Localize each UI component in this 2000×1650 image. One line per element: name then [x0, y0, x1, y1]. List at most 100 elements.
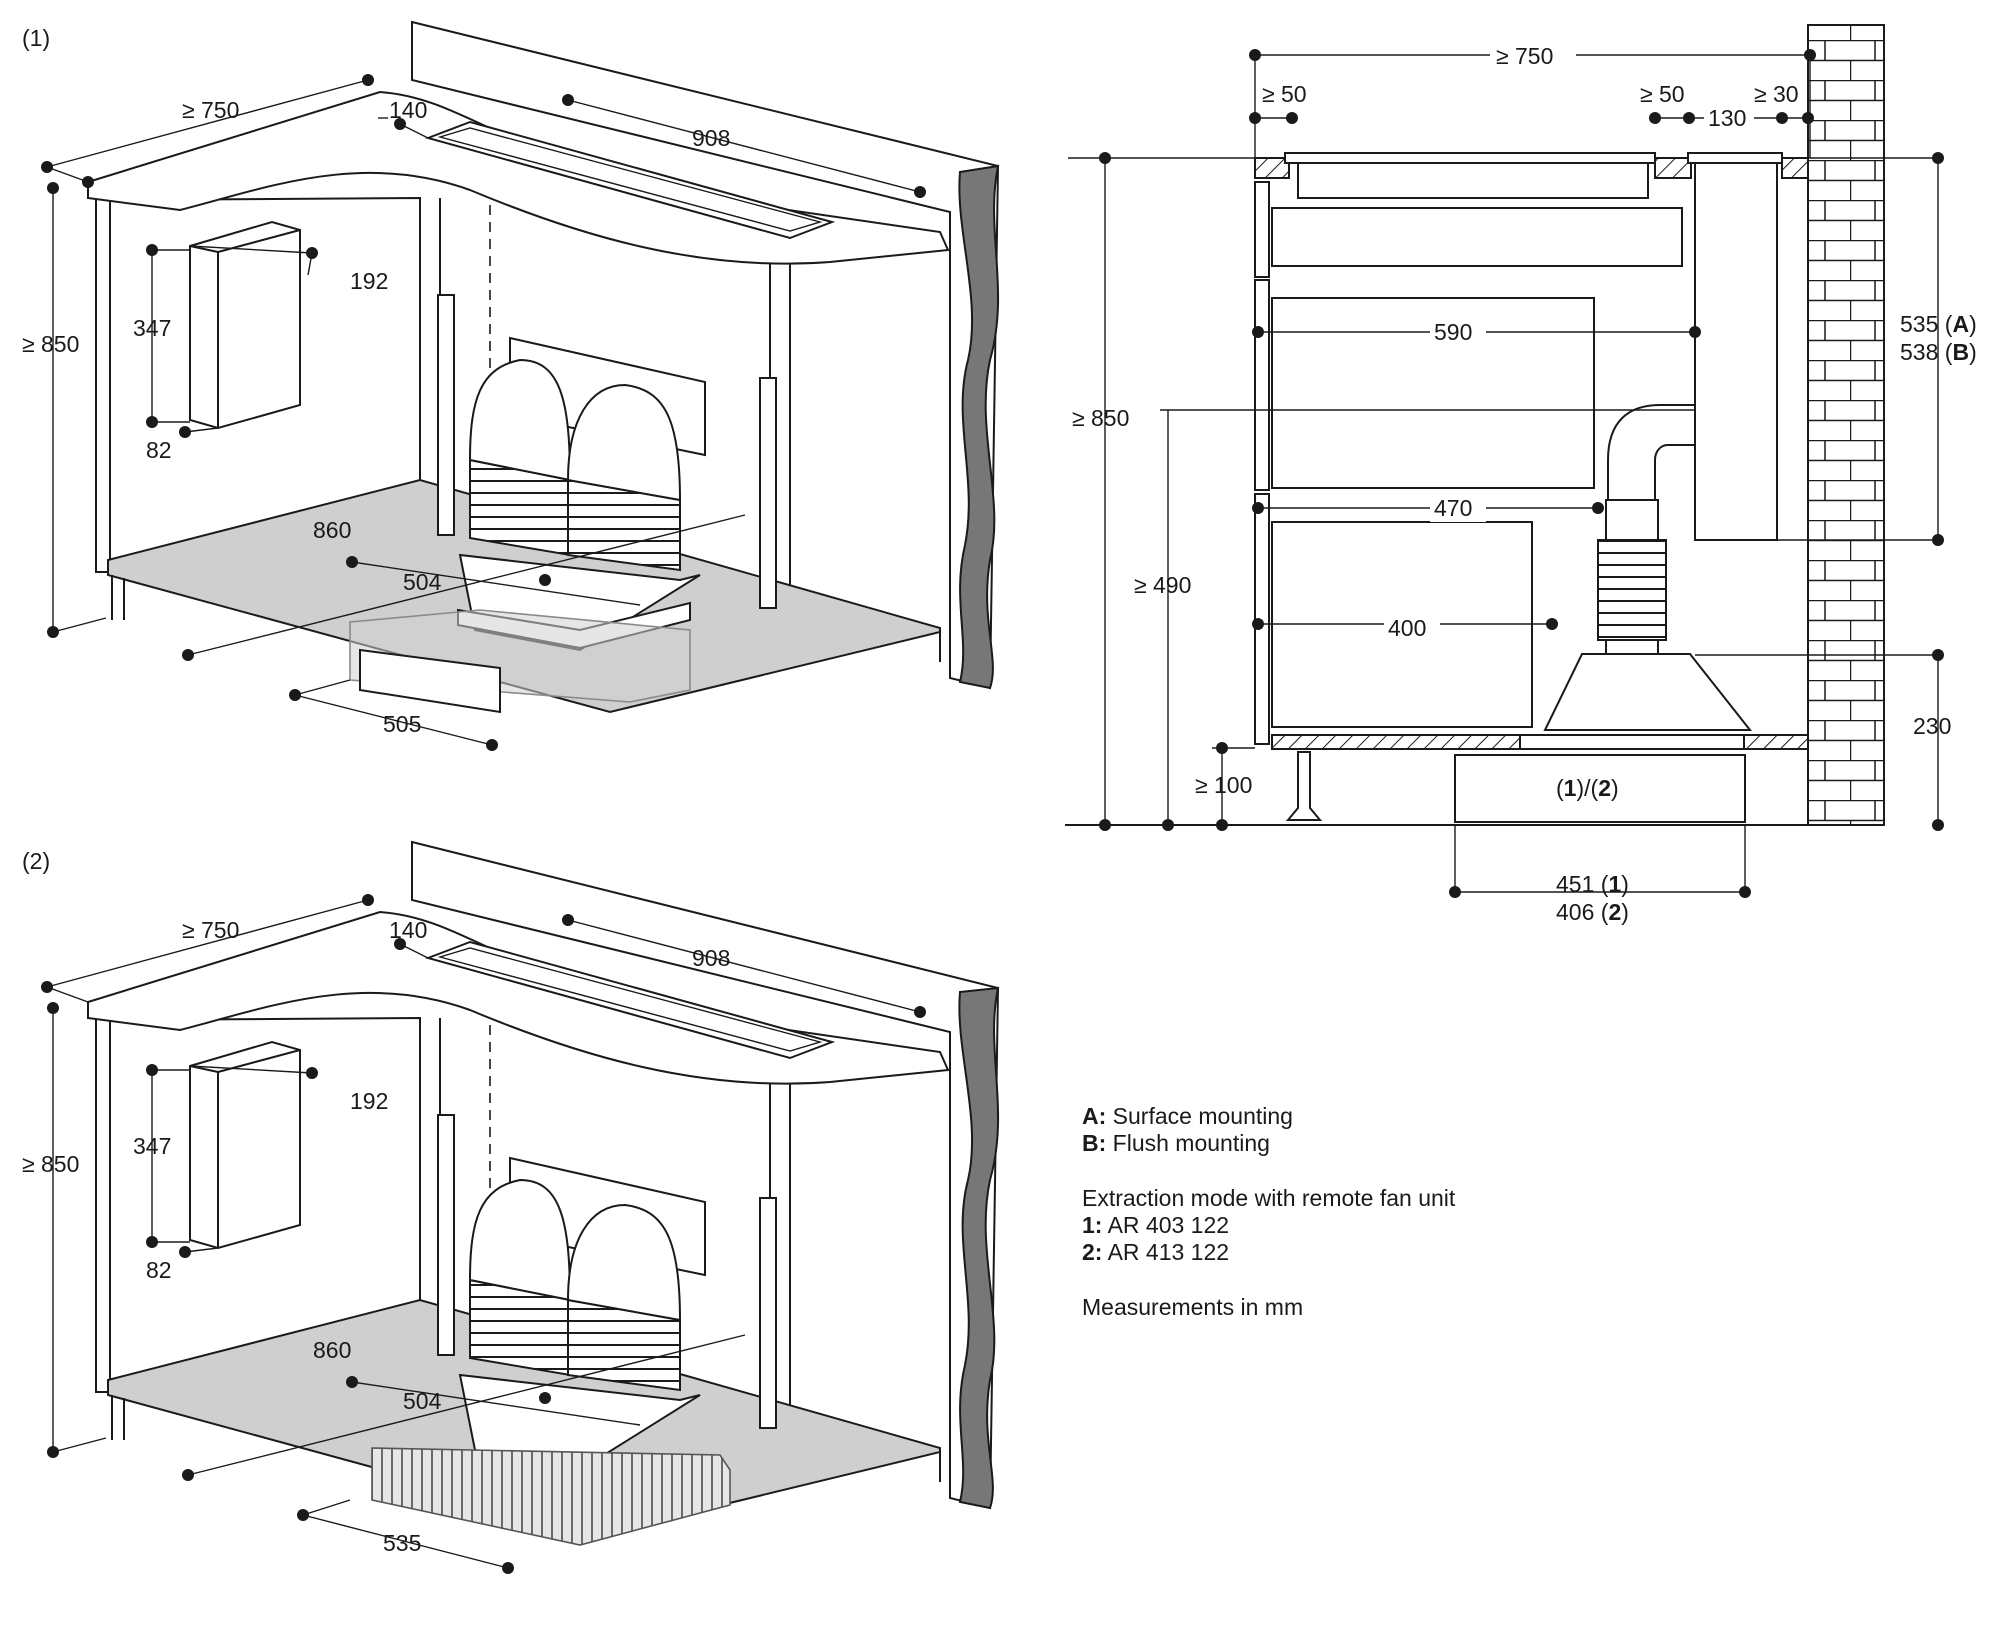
- dimension-dot: [1249, 49, 1261, 61]
- dimension-lines: [41, 49, 1944, 1574]
- rear-module: [1694, 162, 1778, 541]
- dimension-dot: [1216, 742, 1228, 754]
- dimension-dot: [362, 894, 374, 906]
- drawer-1: [1271, 207, 1683, 267]
- dimension-dot: [1649, 112, 1661, 124]
- base-hatch-right: [1743, 734, 1809, 750]
- dimension-dot: [562, 94, 574, 106]
- dimension-dot: [47, 626, 59, 638]
- legend-b: B: Flush mounting: [1082, 1130, 1270, 1156]
- dimension-line: [46, 79, 369, 168]
- dimension-dot: [914, 186, 926, 198]
- dimension-dot: [1099, 819, 1111, 831]
- dimension-dot: [182, 649, 194, 661]
- dim-cabinet-height-1: ≥ 850: [22, 331, 79, 357]
- dim-drawer-2: 470: [1434, 495, 1472, 521]
- dim-section-height: ≥ 850: [1072, 405, 1129, 431]
- dimension-dot: [1776, 112, 1788, 124]
- view-label-2: (2): [22, 848, 50, 874]
- dimension-line: [567, 919, 921, 1013]
- remote-fan-box: [1454, 754, 1746, 823]
- iso-view-1: [87, 20, 1000, 714]
- dim-fan-width-1: 505: [383, 711, 421, 737]
- extraction-channel-2: [424, 940, 836, 1060]
- worktop-rear: [1781, 157, 1809, 179]
- wall-section-cut-2: [958, 986, 1000, 1510]
- hob-top: [1284, 152, 1656, 164]
- dim-plinth: ≥ 100: [1195, 772, 1252, 798]
- dim-box-height-1: 347: [133, 315, 171, 341]
- legend-unit-1: 1: AR 403 122: [1082, 1212, 1229, 1238]
- dim-total-depth: ≥ 750: [1496, 43, 1553, 69]
- remote-fan-finned-2: [371, 1447, 731, 1546]
- dim-fan-height: 230: [1913, 713, 1951, 739]
- dimension-line: [52, 617, 107, 633]
- dimension-dot: [502, 1562, 514, 1574]
- dim-box-width-1: 192: [350, 268, 388, 294]
- dimension-line: [351, 561, 641, 606]
- dimension-dot: [1739, 886, 1751, 898]
- dim-blower-width-1: 504: [403, 569, 442, 595]
- blower-housing: [1543, 653, 1753, 731]
- cabinet-left-side-2: [95, 1015, 111, 1393]
- dimension-dot: [539, 574, 551, 586]
- dimension-dot: [1286, 112, 1298, 124]
- dimension-dot: [289, 689, 301, 701]
- front-panel-1: [1254, 181, 1270, 278]
- remote-fan-1: [359, 648, 501, 714]
- dimension-dot: [1802, 112, 1814, 124]
- brick-wall: [1807, 24, 1885, 826]
- front-panel-2: [1254, 279, 1270, 491]
- dimension-line: [187, 514, 746, 656]
- legend-units: Measurements in mm: [1082, 1294, 1303, 1320]
- dimension-dot: [1162, 819, 1174, 831]
- dim-channel-length-2: 908: [692, 945, 730, 971]
- rail-left-2: [437, 1114, 455, 1356]
- dim-box-depth-1: 82: [146, 437, 172, 463]
- dimension-dot: [394, 938, 406, 950]
- dim-box-depth-2: 82: [146, 1257, 172, 1283]
- section-view: [1065, 24, 1938, 826]
- dimension-dot: [362, 74, 374, 86]
- rail-right-2: [759, 1197, 777, 1429]
- dimension-dot: [1689, 326, 1701, 338]
- control-box-1: [189, 220, 301, 430]
- worktop-front: [1254, 157, 1290, 179]
- dimension-line: [351, 1381, 641, 1426]
- dimension-dot: [47, 182, 59, 194]
- dimension-dot: [1252, 618, 1264, 630]
- dimension-dot: [179, 426, 191, 438]
- dimension-dot: [486, 739, 498, 751]
- dimension-dot: [1252, 326, 1264, 338]
- dim-base-depth-1: 860: [313, 517, 351, 543]
- dimension-dot: [306, 1067, 318, 1079]
- dim-fan-width-2: 535: [383, 1530, 421, 1556]
- dim-fan-width-406: 406 (2): [1556, 899, 1629, 925]
- dimension-dot: [1932, 649, 1944, 661]
- dimension-dot: [1683, 112, 1695, 124]
- dim-box-width-2: 192: [350, 1088, 388, 1114]
- dimension-line: [302, 1514, 509, 1569]
- dim-channel-length-1: 908: [692, 125, 730, 151]
- dimension-dot: [41, 161, 53, 173]
- worktop-mid: [1654, 157, 1692, 179]
- dimension-dot: [146, 244, 158, 256]
- legend: A: Surface mounting B: Flush mounting Ex…: [1082, 1103, 1456, 1320]
- dimension-line: [294, 694, 493, 746]
- cabinet-left-side: [95, 195, 111, 573]
- base-hatch-left: [1271, 734, 1521, 750]
- dimension-line: [46, 899, 369, 988]
- dim-box-height-2: 347: [133, 1133, 171, 1159]
- dim-drawer-3: 400: [1388, 615, 1426, 641]
- dimension-line: [46, 166, 89, 183]
- dimension-dot: [182, 1469, 194, 1481]
- dim-cabinet-height-2: ≥ 850: [22, 1151, 79, 1177]
- dim-min-490: ≥ 490: [1134, 572, 1191, 598]
- dim-rear-clearance: ≥ 50: [1640, 81, 1685, 107]
- dimension-dot: [346, 556, 358, 568]
- iso-view-2: [87, 840, 1000, 1546]
- legend-unit-2: 2: AR 413 122: [1082, 1239, 1229, 1265]
- hob-body: [1297, 162, 1649, 199]
- fan-box-label: (1)/(2): [1556, 775, 1619, 801]
